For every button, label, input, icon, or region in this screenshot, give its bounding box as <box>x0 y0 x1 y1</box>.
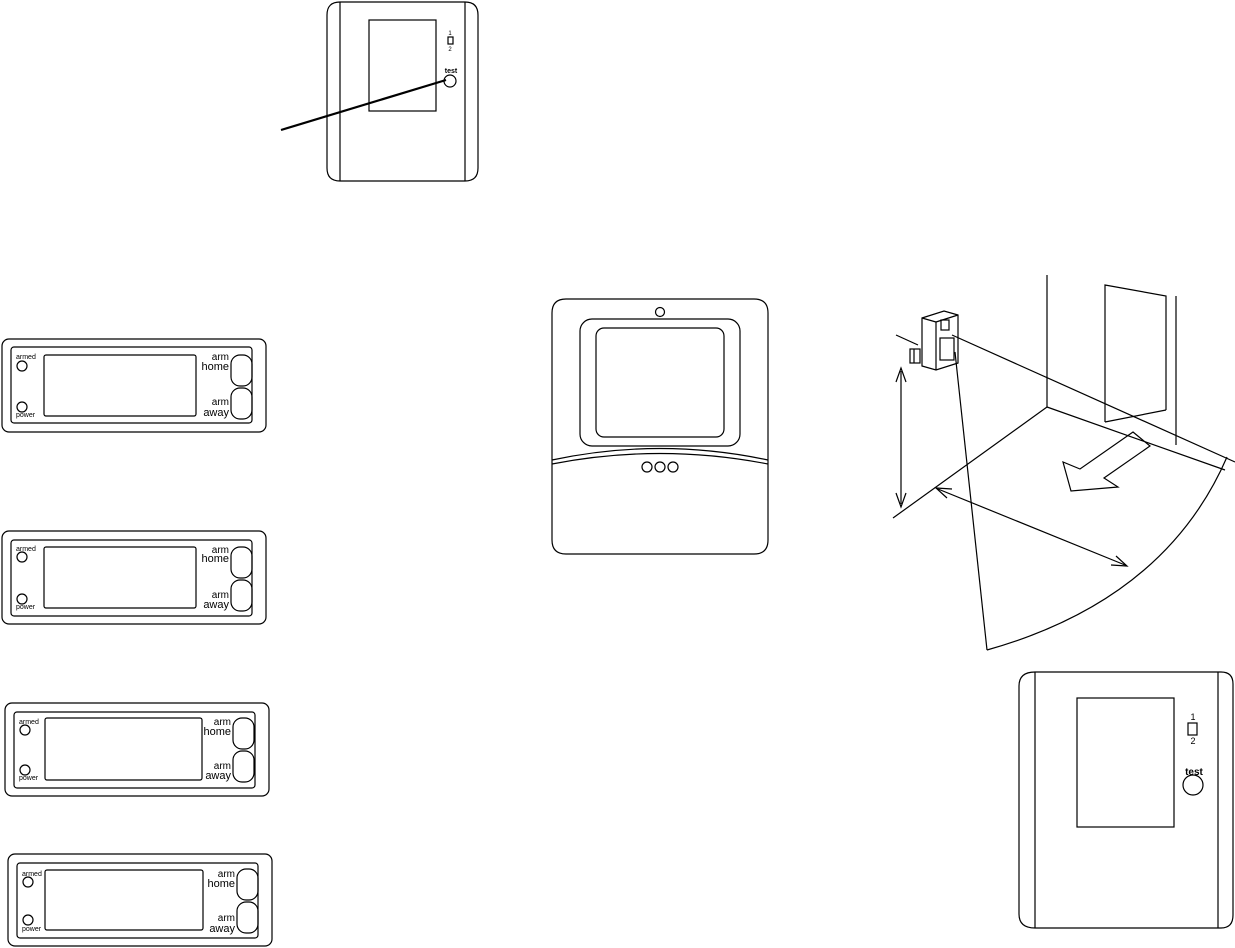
arm-home-home-label: home <box>207 878 235 890</box>
arm-away-button[interactable] <box>231 580 252 611</box>
power-led <box>17 402 27 412</box>
wall-detector <box>910 311 958 370</box>
coverage-arc <box>987 457 1227 650</box>
power-led <box>20 765 30 775</box>
room-door <box>1105 285 1166 422</box>
panel-screen <box>596 328 724 437</box>
panel-button-1[interactable] <box>642 462 652 472</box>
detector-small-lens <box>369 20 436 111</box>
range-arrow <box>936 488 1127 566</box>
detector-small-test-label: test <box>445 68 458 75</box>
armed-led <box>17 361 27 371</box>
arm-away-away-label: away <box>209 923 235 935</box>
armed-led <box>17 552 27 562</box>
room-wall-floor-left <box>893 407 1047 518</box>
panel-indicator-led <box>656 308 665 317</box>
detector-large-test-label: test <box>1185 767 1203 778</box>
keyfob-display <box>45 718 202 780</box>
detector-large <box>1019 672 1233 928</box>
power-led <box>23 915 33 925</box>
arm-away-away-label: away <box>205 770 231 782</box>
control-panel <box>552 299 768 554</box>
arm-away-button[interactable] <box>237 902 258 933</box>
armed-led <box>20 725 30 735</box>
motion-direction-arrow <box>1063 432 1150 491</box>
arm-home-home-label: home <box>201 553 229 565</box>
armed-label: armed <box>22 871 42 878</box>
detector-small <box>281 2 478 181</box>
arm-away-away-label: away <box>203 407 229 419</box>
detector-large-switch-1-label: 1 <box>1190 712 1195 722</box>
detector-small-switch-2-label: 2 <box>448 47 452 53</box>
armed-label: armed <box>16 546 36 553</box>
power-label: power <box>16 604 36 611</box>
panel-bezel <box>580 319 740 446</box>
arm-home-home-label: home <box>201 361 229 373</box>
arm-away-button[interactable] <box>233 751 254 782</box>
panel-button-2[interactable] <box>655 462 665 472</box>
arm-home-button[interactable] <box>231 547 252 578</box>
power-label: power <box>16 412 36 419</box>
keyfob-display <box>44 355 196 416</box>
keyfob-display <box>44 547 196 608</box>
detector-large-test-button[interactable] <box>1183 775 1203 795</box>
power-label: power <box>19 775 39 782</box>
arm-home-button[interactable] <box>231 355 252 386</box>
armed-label: armed <box>19 719 39 726</box>
coverage-diagram <box>893 275 1235 650</box>
armed-label: armed <box>16 354 36 361</box>
detector-large-switch-2-label: 2 <box>1190 736 1195 746</box>
detector-large-lens <box>1077 698 1174 827</box>
panel-button-3[interactable] <box>668 462 678 472</box>
detector-small-switch-1-label: 1 <box>448 31 452 37</box>
power-label: power <box>22 926 42 933</box>
arm-away-away-label: away <box>203 599 229 611</box>
keyfob-display <box>45 870 203 930</box>
arm-home-button[interactable] <box>233 718 254 749</box>
armed-led <box>23 877 33 887</box>
power-led <box>17 594 27 604</box>
height-arrow <box>896 368 906 507</box>
arm-home-button[interactable] <box>237 869 258 900</box>
pointer-line <box>281 80 446 130</box>
detector-large-switch[interactable] <box>1188 723 1197 735</box>
arm-away-button[interactable] <box>231 388 252 419</box>
detector-small-switch[interactable] <box>448 37 453 44</box>
arm-home-home-label: home <box>203 726 231 738</box>
